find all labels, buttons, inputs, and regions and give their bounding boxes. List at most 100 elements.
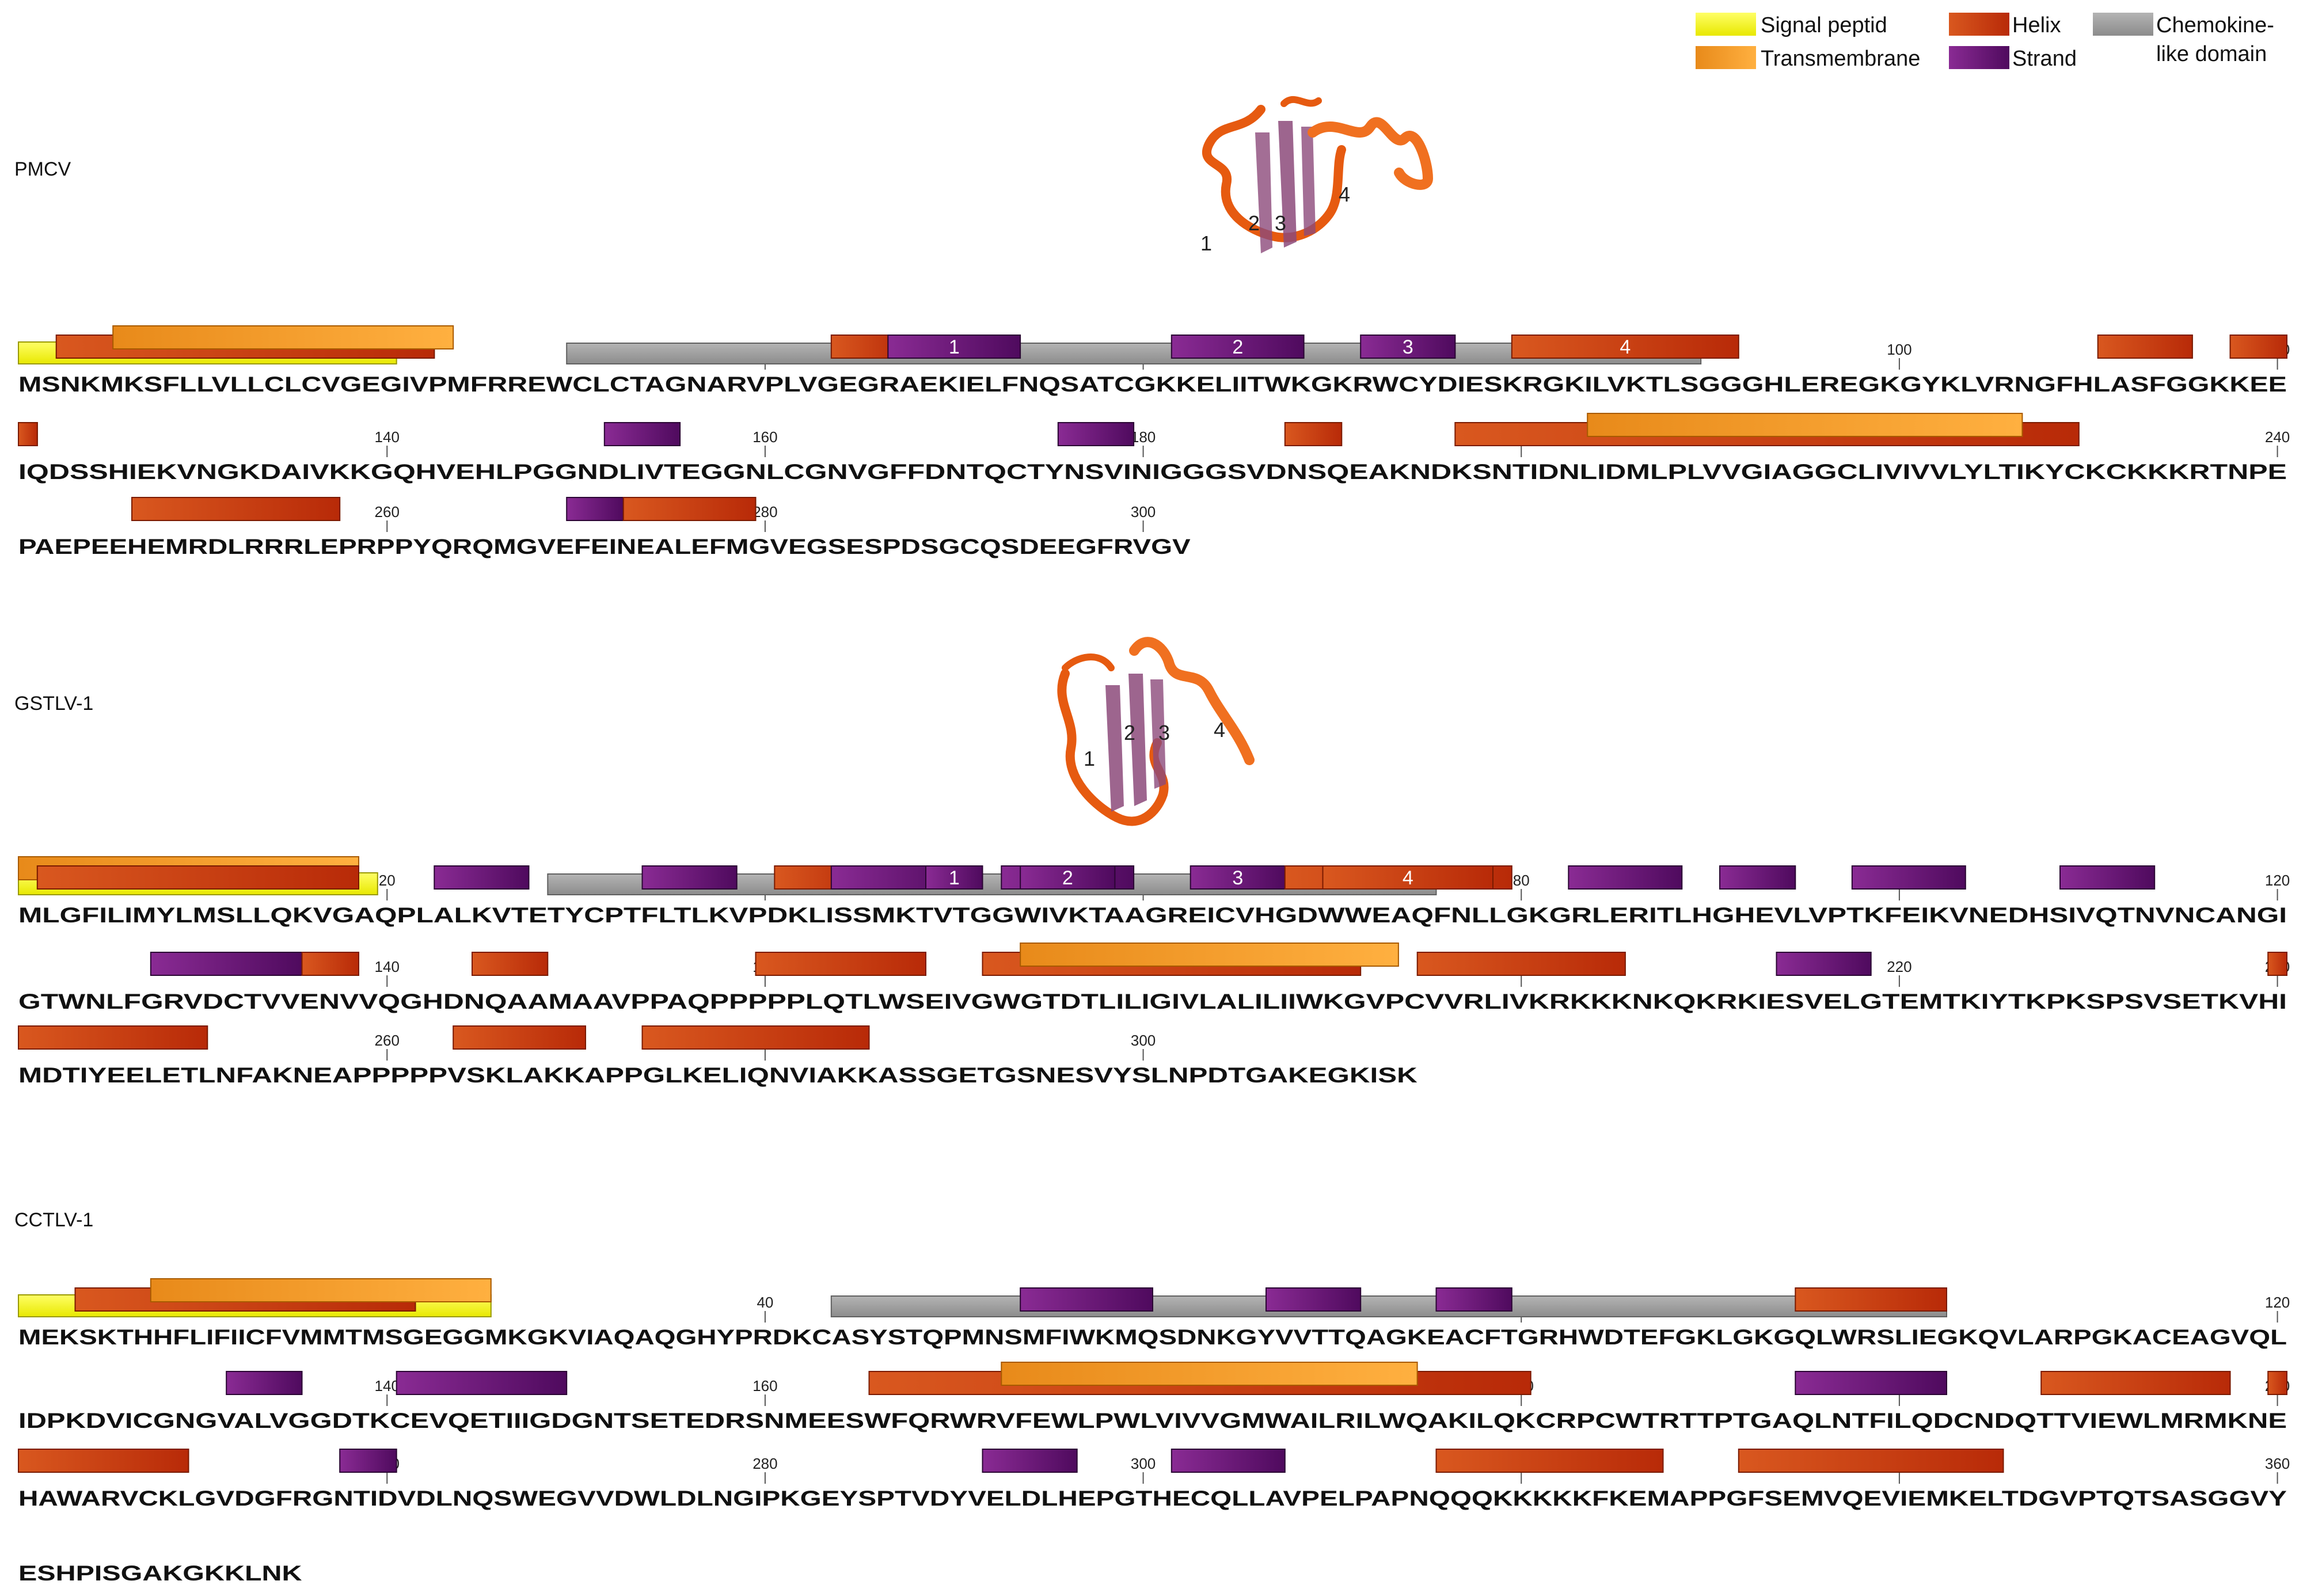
protein-name-pmcv: PMCV — [14, 158, 71, 180]
strand-feature-label: 1 — [949, 336, 960, 358]
strand-feature-bar — [339, 1449, 397, 1473]
strand-feature-label: 1 — [949, 867, 960, 889]
strand-feature-bar — [1568, 865, 1683, 890]
strand-feature-bar — [1020, 865, 1116, 890]
sequence-line: GTWNLFGRVDCTVVENVVQGHDNQAAMAAVPPAQPPPPPL… — [18, 990, 2287, 1013]
structure-label-1: 1 — [1200, 231, 1212, 255]
position-tick-label: 280 — [753, 1455, 777, 1472]
helix-feature-bar — [1322, 865, 1493, 890]
legend-swatch-chemokine — [2093, 13, 2153, 36]
strand-feature-bar — [1435, 1287, 1512, 1312]
helix-feature-bar — [1435, 1449, 1664, 1473]
protein-name-gstlv-1: GSTLV-1 — [14, 693, 93, 715]
strand-feature-bar — [1170, 335, 1305, 359]
strand-feature-bar — [2059, 865, 2156, 890]
protein-track-gstlv-1: MLGFILIMYLMSLLQKVGAQPLALKVTETYCPTFLTLKVP… — [18, 856, 2290, 1087]
legend-label-strand: Strand — [2012, 47, 2077, 71]
transmembrane-feature-bar — [1587, 413, 2023, 437]
position-tick-label: 140 — [375, 958, 400, 975]
sequence-line: MSNKMKSFLLVLLCLCVGEGIVPMFRREWCLCTAGNARVP… — [18, 373, 2287, 396]
helix-feature-bar — [755, 952, 926, 976]
strand-feature-bar — [887, 335, 1021, 359]
position-tick-label: 80 — [1513, 872, 1530, 889]
structure-label-2: 2 — [1248, 211, 1260, 235]
position-tick-label: 180 — [1131, 428, 1156, 446]
strand-feature-bar — [1851, 865, 1966, 890]
position-tick-label: 300 — [1131, 1455, 1156, 1472]
strand-feature-bar — [641, 865, 738, 890]
position-tick-label: 100 — [1887, 341, 1911, 358]
legend-swatch-strand — [1949, 46, 2009, 69]
strand-feature-label: 2 — [1062, 867, 1073, 889]
structure-label-1: 1 — [1084, 747, 1095, 770]
sequence-line: HAWARVCKLGVDGFRGNTIDVDLNQSWEGVVDWLDLNGIP… — [18, 1487, 2287, 1510]
strand-feature-bar — [982, 1449, 1078, 1473]
strand-feature-bar — [150, 952, 303, 976]
strand-feature-bar — [1265, 1287, 1362, 1312]
strand-feature-bar — [1776, 952, 1872, 976]
strand-feature-bar — [1719, 865, 1796, 890]
strand-feature-label: 3 — [1403, 336, 1413, 358]
sequence-line: MEKSKTHHFLIFIICFVMMTMSGEGGMKGKVIAQAQGHYP… — [18, 1325, 2287, 1349]
legend-label-helix: Helix — [2012, 13, 2061, 37]
position-tick-label: 360 — [2265, 1455, 2290, 1472]
position-tick-label: 300 — [1131, 503, 1156, 520]
position-tick-label: 140 — [375, 428, 400, 446]
transmembrane-feature-bar — [1001, 1362, 1418, 1386]
structure-label-3: 3 — [1158, 721, 1170, 744]
position-tick-label: 140 — [375, 1377, 400, 1394]
helix-feature-bar — [1795, 1287, 1948, 1312]
structure-ribbon-gstlv-1: 1 2 3 4 — [1057, 637, 1255, 826]
position-tick-label: 120 — [2265, 872, 2290, 889]
legend: Signal peptid Transmembrane Helix Strand… — [1696, 13, 2280, 71]
position-tick-label: 160 — [753, 428, 777, 446]
helix-feature-bar — [622, 497, 757, 521]
position-tick-label: 160 — [753, 1377, 777, 1394]
structure-label-2: 2 — [1124, 721, 1135, 744]
strand-feature-bar — [1057, 422, 1135, 446]
structure-label-4: 4 — [1339, 183, 1350, 206]
position-tick-label: 260 — [375, 1032, 400, 1049]
helix-feature-bar — [301, 952, 359, 976]
legend-swatch-helix — [1949, 13, 2009, 36]
helix-feature-label: 4 — [1620, 336, 1631, 358]
sequence-line: MDTIYEELETLNFAKNEAPPPPPVSKLAKKAPPGLKELIQ… — [18, 1063, 1417, 1087]
position-tick-label: 20 — [379, 872, 396, 889]
position-tick-label: 40 — [757, 1294, 773, 1311]
helix-feature-bar — [453, 1025, 587, 1050]
strand-feature-bar — [434, 865, 530, 890]
position-tick-label: 260 — [375, 503, 400, 520]
transmembrane-feature-bar — [112, 325, 454, 349]
strand-feature-bar — [1360, 335, 1456, 359]
sequence-line: PAEPEEHEMRDLRRRLEPRPPYQRQMGVEFEINEALEFMG… — [18, 535, 1191, 558]
helix-feature-bar — [131, 497, 341, 521]
chemokine-feature-bar — [830, 1295, 1947, 1317]
strand-feature-label: 3 — [1232, 867, 1243, 889]
helix-feature-label: 4 — [1403, 867, 1413, 889]
helix-feature-bar — [472, 952, 549, 976]
helix-feature-bar — [2267, 1371, 2287, 1395]
legend-label-chemokine: Chemokine- like domain — [2156, 13, 2280, 66]
helix-feature-bar — [2267, 952, 2287, 976]
helix-feature-bar — [2097, 335, 2193, 359]
helix-feature-bar — [18, 422, 38, 446]
position-tick-label: 120 — [2265, 1294, 2290, 1311]
helix-feature-bar — [18, 1025, 208, 1050]
helix-feature-bar — [1738, 1449, 2004, 1473]
transmembrane-feature-bar — [1020, 943, 1399, 967]
strand-feature-label: 2 — [1232, 336, 1243, 358]
legend-swatch-transmembrane — [1696, 46, 1756, 69]
helix-feature-bar — [1416, 952, 1626, 976]
sequence-line: IQDSSHIEKVNGKDAIVKKGQHVEHLPGGNDLIVTEGGNL… — [18, 460, 2287, 484]
helix-feature-bar — [2229, 335, 2287, 359]
strand-feature-bar — [925, 865, 983, 890]
strand-feature-bar — [1795, 1371, 1948, 1395]
structure-ribbon-pmcv: 1 2 3 4 — [1200, 96, 1434, 255]
helix-feature-bar — [36, 865, 360, 890]
strand-feature-bar — [396, 1371, 568, 1395]
position-tick-label: 280 — [753, 503, 777, 520]
position-tick-label: 220 — [1887, 958, 1911, 975]
structure-label-3: 3 — [1275, 211, 1286, 235]
sequence-line: ESHPISGAKGKKLNK — [18, 1561, 302, 1585]
protein-name-cctlv-1: CCTLV-1 — [14, 1209, 93, 1231]
